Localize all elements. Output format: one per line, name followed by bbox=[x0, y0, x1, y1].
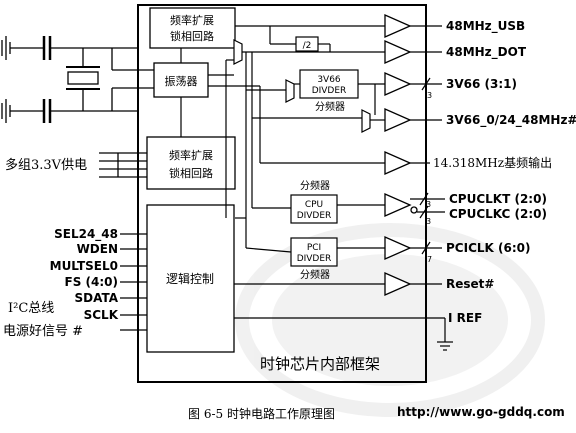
power-supply-label: 多组3.3V供电 bbox=[5, 157, 87, 173]
divider-cpu-line1: CPU bbox=[305, 200, 323, 210]
output-reset: Reset# bbox=[446, 277, 494, 291]
input-multsel0: MULTSEL0 bbox=[50, 259, 118, 273]
divider-cpu-block bbox=[290, 194, 338, 224]
chip-title: 时钟芯片内部框架 bbox=[260, 355, 380, 373]
divider-3v66-line1: 3V66 bbox=[317, 75, 341, 85]
logic-block bbox=[146, 204, 235, 353]
i2c-bus-label: I²C总线 bbox=[8, 301, 54, 316]
pll-top-block bbox=[149, 7, 236, 49]
divider-cpu-line2: DIVDER bbox=[297, 211, 332, 221]
output-buffers bbox=[384, 14, 418, 296]
oscillator-block bbox=[153, 62, 209, 98]
crystal-circuit bbox=[1, 36, 154, 123]
divider-pci-caption: 分频器 bbox=[300, 268, 330, 281]
mux-shapes bbox=[233, 39, 371, 133]
oscillator-label: 振荡器 bbox=[165, 74, 198, 88]
power-good-label: 电源好信号 # bbox=[3, 324, 83, 339]
output-3v66: 3V66 (3:1) bbox=[446, 77, 517, 91]
divider-pci-block bbox=[290, 237, 338, 267]
output-3v66-48mhz: 3V66_0/24_48MHz# bbox=[446, 113, 576, 128]
divider-pci-line2: DIVDER bbox=[297, 254, 332, 264]
input-sdata: SDATA bbox=[75, 291, 119, 305]
source-url: http://www.go-gddq.com bbox=[397, 405, 565, 419]
output-cpuclkc: CPUCLKC (2:0) bbox=[449, 207, 547, 221]
output-48mhz-dot: 48MHz_DOT bbox=[446, 45, 527, 60]
div2-label: /2 bbox=[303, 41, 312, 51]
internal-wiring bbox=[180, 25, 453, 351]
pll-top-line1: 频率扩展 bbox=[170, 13, 214, 27]
watermark-seal bbox=[235, 223, 545, 417]
divider-3v66-line2: DIVDER bbox=[312, 86, 347, 96]
pll-mid-block bbox=[146, 136, 236, 190]
power-lines bbox=[99, 152, 147, 178]
bus-width-cput: 3 bbox=[426, 200, 431, 209]
input-lines bbox=[120, 233, 147, 331]
input-fs: FS (4:0) bbox=[65, 275, 118, 289]
divider-cpu-caption: 分频器 bbox=[300, 179, 330, 192]
output-base-freq: 14.318MHz基频输出 bbox=[433, 155, 552, 170]
chip-outline bbox=[137, 4, 427, 383]
bus-width-pci: 7 bbox=[427, 255, 432, 264]
input-sclk: SCLK bbox=[84, 308, 119, 322]
figure-caption: 图 6-5 时钟电路工作原理图 bbox=[188, 407, 335, 421]
output-iref: I REF bbox=[448, 311, 482, 325]
pll-mid-line2: 锁相回路 bbox=[169, 166, 213, 180]
bus-width-3v66: 3 bbox=[427, 91, 432, 100]
divider-3v66-caption: 分频器 bbox=[315, 100, 345, 113]
divider-pci-line1: PCI bbox=[307, 243, 321, 253]
bus-width-cpuc: 3 bbox=[426, 217, 431, 226]
output-pciclk: PCICLK (6:0) bbox=[446, 241, 530, 255]
pll-top-line2: 锁相回路 bbox=[170, 29, 214, 43]
output-cpuclkt: CPUCLKT (2:0) bbox=[449, 192, 547, 206]
input-wden: WDEN bbox=[77, 242, 118, 256]
output-48mhz-usb: 48MHz_USB bbox=[446, 19, 525, 34]
logic-label: 逻辑控制 bbox=[166, 272, 214, 286]
input-sel24-48: SEL24_48 bbox=[54, 227, 118, 242]
pll-mid-line1: 频率扩展 bbox=[169, 148, 213, 162]
